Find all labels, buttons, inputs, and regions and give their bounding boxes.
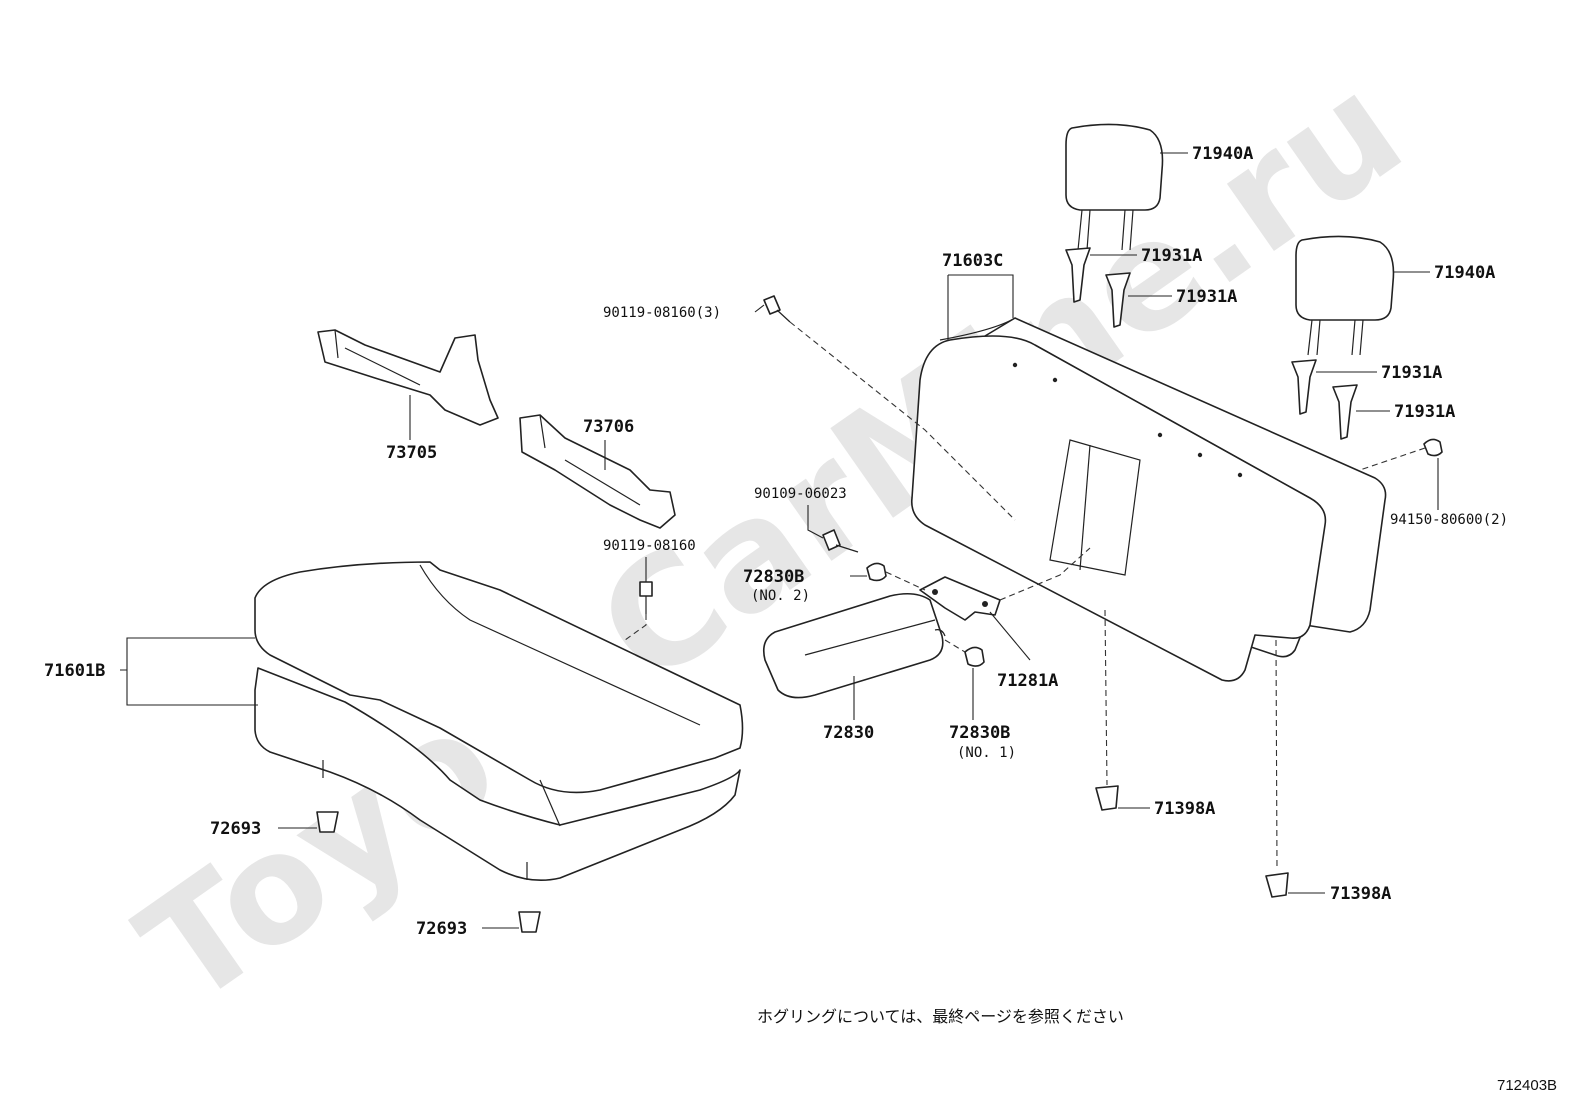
label-71603C: 71603C [942,251,1003,271]
label-71398A-1: 71398A [1154,799,1215,819]
label-72693-1: 72693 [210,819,261,839]
clip-71398A-2 [1265,872,1289,898]
armrest-72830 [762,592,946,699]
hinge-71281A [919,576,1001,621]
assembly-guide-lines [624,321,1426,871]
label-72693-2: 72693 [416,919,467,939]
label-73705: 73705 [386,443,437,463]
clip-72693-2 [518,911,541,933]
label-90109-06023: 90109-06023 [754,486,847,502]
bushing-72830B-no1 [964,646,985,667]
headrest-guide-71931A-1 [1065,247,1091,303]
headrest-guide-71931A-3 [1291,359,1317,415]
label-71931A-3: 71931A [1381,363,1442,383]
label-73706: 73706 [583,417,634,437]
label-72830B-no2: 72830B [743,567,804,587]
label-71931A-2: 71931A [1176,287,1237,307]
label-90119-08160-3: 90119-08160(3) [603,305,721,321]
nut-94150-80600 [1423,438,1443,457]
label-71931A-4: 71931A [1394,402,1455,422]
headrest-guide-71931A-2 [1105,272,1131,328]
label-72830B-no1: 72830B [949,723,1010,743]
clip-72693-1 [316,811,339,833]
label-90119-08160: 90119-08160 [603,538,696,554]
label-72830B-no1-sub: (NO. 1) [957,745,1016,761]
label-71398A-2: 71398A [1330,884,1391,904]
label-71931A-1: 71931A [1141,246,1202,266]
leader-lines [120,152,1439,929]
headrest-guide-71931A-4 [1332,384,1358,440]
bolt-90119-08160-lower [639,581,653,614]
label-94150-80600: 94150-80600(2) [1390,512,1508,528]
label-72830: 72830 [823,723,874,743]
label-71281A: 71281A [997,671,1058,691]
bolt-90119-08160-top [763,295,791,323]
label-71940A-upper: 71940A [1192,144,1253,164]
headrest-71940A-lower [1295,235,1395,356]
footnote-text: ホグリングについては、最終ページを参照ください [757,1007,1124,1026]
bracket-73706 [519,414,676,529]
label-71601B: 71601B [44,661,105,681]
diagram-code: 712403B [1497,1077,1557,1094]
bushing-72830B-no2 [866,562,887,582]
headrest-71940A-upper [1065,123,1164,251]
clip-71398A-1 [1095,785,1119,811]
label-72830B-no2-sub: (NO. 2) [751,588,810,604]
seat-back-71603C [910,317,1387,682]
seat-cushion-71601B [254,561,744,881]
bracket-73705 [317,329,499,426]
label-71940A-lower: 71940A [1434,263,1495,283]
bolt-90109-06023 [822,529,859,553]
